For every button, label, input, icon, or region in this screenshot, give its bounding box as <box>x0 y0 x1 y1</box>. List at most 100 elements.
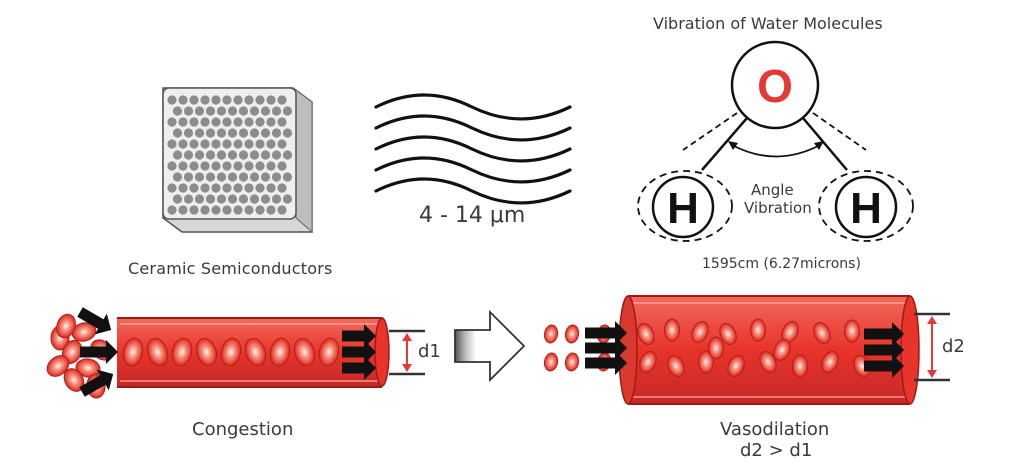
ceramic-pore <box>260 128 271 138</box>
ceramic-pore <box>172 172 183 182</box>
ceramic-pore <box>277 117 287 127</box>
ceramic-pore <box>277 183 287 193</box>
ceramic-pore <box>178 117 188 127</box>
red-blood-cell <box>195 337 218 367</box>
d2-label: d2 <box>942 336 965 357</box>
red-blood-cell <box>318 337 340 367</box>
ceramic-pore <box>216 150 227 160</box>
red-blood-cell <box>664 318 680 342</box>
flow-arrow-icon <box>79 369 114 397</box>
ceramic-pore <box>211 139 221 149</box>
ceramic-pore <box>227 194 238 204</box>
ceramic-pore <box>238 106 249 116</box>
red-blood-cell <box>122 337 144 367</box>
hydrogen-symbol-left: H <box>667 184 699 233</box>
red-blood-cell <box>46 355 70 377</box>
hydrogen-atom-right <box>834 175 898 239</box>
red-blood-cell <box>637 323 655 345</box>
ceramic-semiconductors-label: Ceramic Semiconductors <box>128 259 333 278</box>
ceramic-pore <box>255 139 265 149</box>
ceramic-pore <box>183 194 194 204</box>
ceramic-pore <box>277 205 287 215</box>
ceramic-pore <box>260 106 271 116</box>
red-blood-cell <box>171 337 193 367</box>
ceramic-pore <box>205 150 216 160</box>
ceramic-pore <box>216 128 227 138</box>
red-blood-cell <box>750 318 766 342</box>
ceramic-pore <box>194 106 205 116</box>
vibration-title: Vibration of Water Molecules <box>653 14 883 33</box>
ceramic-pore <box>172 150 183 160</box>
infrared-waves-icon <box>374 93 572 205</box>
ceramic-pore <box>244 183 254 193</box>
flow-arrow-icon <box>342 356 376 380</box>
red-blood-cell <box>543 352 559 372</box>
d2-measurement <box>914 312 950 382</box>
ceramic-pore <box>282 106 293 116</box>
ceramic-pore <box>200 205 210 215</box>
ceramic-pore <box>233 117 243 127</box>
ceramic-pore <box>255 205 265 215</box>
ceramic-pore <box>244 117 254 127</box>
ceramic-pore <box>167 183 177 193</box>
ceramic-pore <box>183 172 194 182</box>
ceramic-pore <box>233 139 243 149</box>
ceramic-pore <box>255 95 265 105</box>
ceramic-pore <box>216 172 227 182</box>
ceramic-pore <box>238 172 249 182</box>
ceramic-pore <box>266 161 276 171</box>
ceramic-pore <box>178 205 188 215</box>
ceramic-pore <box>189 117 199 127</box>
ceramic-pore <box>227 106 238 116</box>
red-blood-cell <box>639 351 657 373</box>
ceramic-pore <box>200 117 210 127</box>
ceramic-pore <box>222 183 232 193</box>
wavelength-label: 4 - 14 μm <box>419 203 526 228</box>
blood-flow-arrows <box>77 307 904 397</box>
ceramic-pore <box>222 139 232 149</box>
ceramic-pore <box>238 194 249 204</box>
ceramic-pore <box>244 139 254 149</box>
ceramic-pore <box>205 106 216 116</box>
d1-label: d1 <box>418 341 441 362</box>
ceramic-pore <box>183 128 194 138</box>
ceramic-pore <box>211 161 221 171</box>
ceramic-pore <box>227 128 238 138</box>
red-blood-cell <box>63 368 85 392</box>
ceramic-pore <box>271 128 282 138</box>
red-blood-cell <box>698 350 714 374</box>
red-blood-cell <box>543 324 559 344</box>
ceramic-pore <box>178 95 188 105</box>
ceramic-pore <box>222 117 232 127</box>
ceramic-pore <box>277 139 287 149</box>
ceramic-pore <box>194 194 205 204</box>
red-blood-cell <box>821 351 839 373</box>
ceramic-pore <box>172 106 183 116</box>
ceramic-pore <box>266 117 276 127</box>
oxygen-symbol: O <box>757 60 793 112</box>
ceramic-pore <box>266 139 276 149</box>
ceramic-pore <box>266 183 276 193</box>
frequency-label: 1595cm (6.27microns) <box>702 256 861 272</box>
ceramic-pore <box>233 183 243 193</box>
ceramic-pore <box>271 150 282 160</box>
flow-arrow-icon <box>342 324 376 348</box>
vibration-label: Vibration <box>744 199 812 217</box>
ceramic-pore <box>266 95 276 105</box>
ceramic-pore <box>222 205 232 215</box>
red-blood-cell <box>75 358 101 378</box>
ceramic-pore <box>183 106 194 116</box>
ceramic-pore <box>178 139 188 149</box>
ceramic-pore <box>189 161 199 171</box>
congestion-caption: Congestion <box>192 419 294 440</box>
ceramic-pore <box>277 95 287 105</box>
ceramic-pore <box>227 150 238 160</box>
ceramic-pore <box>255 183 265 193</box>
ceramic-pore <box>200 183 210 193</box>
ceramic-pore <box>282 194 293 204</box>
ceramic-pore <box>178 161 188 171</box>
red-blood-cell <box>727 355 745 377</box>
red-blood-cell <box>708 336 724 360</box>
ceramic-pore <box>194 150 205 160</box>
